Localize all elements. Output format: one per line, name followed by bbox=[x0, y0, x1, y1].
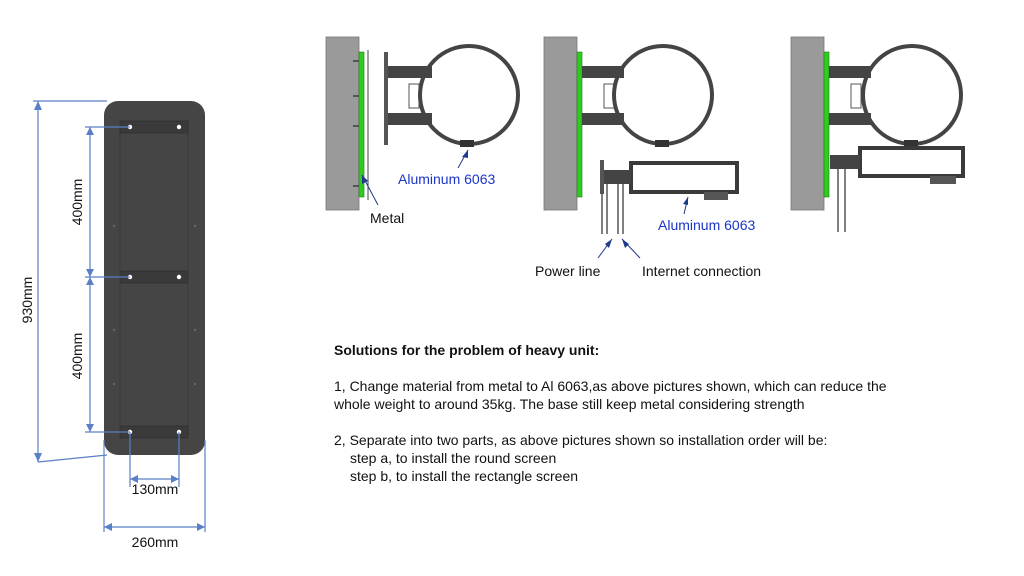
note-item-1-line-2: whole weight to around 35kg. The base st… bbox=[334, 396, 805, 412]
rectangle-bracket bbox=[600, 170, 631, 184]
note-step-a: step a, to install the round screen bbox=[350, 450, 557, 466]
bracket-arm bbox=[829, 113, 871, 125]
bracket-arm bbox=[384, 66, 432, 78]
label-aluminum-6063-rect: Aluminum 6063 bbox=[658, 217, 755, 233]
note-step-b: step b, to install the rectangle screen bbox=[350, 468, 579, 484]
label-internet-connection: Internet connection bbox=[642, 263, 761, 279]
green-mount-strip bbox=[576, 51, 583, 198]
wall bbox=[543, 36, 578, 211]
label-power-line: Power line bbox=[535, 263, 601, 279]
green-mount-strip bbox=[358, 51, 365, 198]
back-panel-drawing bbox=[104, 101, 205, 455]
round-screen bbox=[418, 44, 520, 146]
label-metal: Metal bbox=[370, 210, 404, 226]
dimension-arrows bbox=[34, 101, 205, 531]
solution-notes: Solutions for the problem of heavy unit:… bbox=[334, 341, 974, 485]
bracket-arm bbox=[384, 113, 432, 125]
mount-hole bbox=[176, 124, 182, 130]
bracket-arm bbox=[582, 113, 624, 125]
bracket-arm bbox=[582, 66, 624, 78]
side-view-two-part bbox=[543, 36, 739, 259]
mount-hole bbox=[176, 274, 182, 280]
rectangle-screen bbox=[858, 146, 965, 178]
label-aluminum-6063-round: Aluminum 6063 bbox=[398, 171, 495, 187]
side-view-round-screen bbox=[325, 36, 520, 211]
notes-heading: Solutions for the problem of heavy unit: bbox=[334, 342, 600, 358]
round-screen bbox=[861, 44, 963, 146]
dim-130mm-label: 130mm bbox=[132, 481, 179, 497]
wall bbox=[790, 36, 825, 211]
green-mount-strip bbox=[823, 51, 830, 198]
note-item-1-line-1: 1, Change material from metal to Al 6063… bbox=[334, 378, 887, 394]
dim-930mm-label: 930mm bbox=[19, 277, 35, 324]
round-screen bbox=[612, 44, 714, 146]
side-view-assembled bbox=[790, 36, 965, 232]
dim-400mm-bottom-label: 400mm bbox=[69, 333, 85, 380]
rectangle-screen bbox=[629, 161, 739, 194]
dimension-lines bbox=[33, 100, 206, 532]
wall bbox=[325, 36, 360, 211]
dim-400mm-top-label: 400mm bbox=[69, 179, 85, 226]
dim-260mm-label: 260mm bbox=[132, 534, 179, 550]
bracket-arm bbox=[829, 66, 871, 78]
note-item-2-line-1: 2, Separate into two parts, as above pic… bbox=[334, 432, 828, 448]
